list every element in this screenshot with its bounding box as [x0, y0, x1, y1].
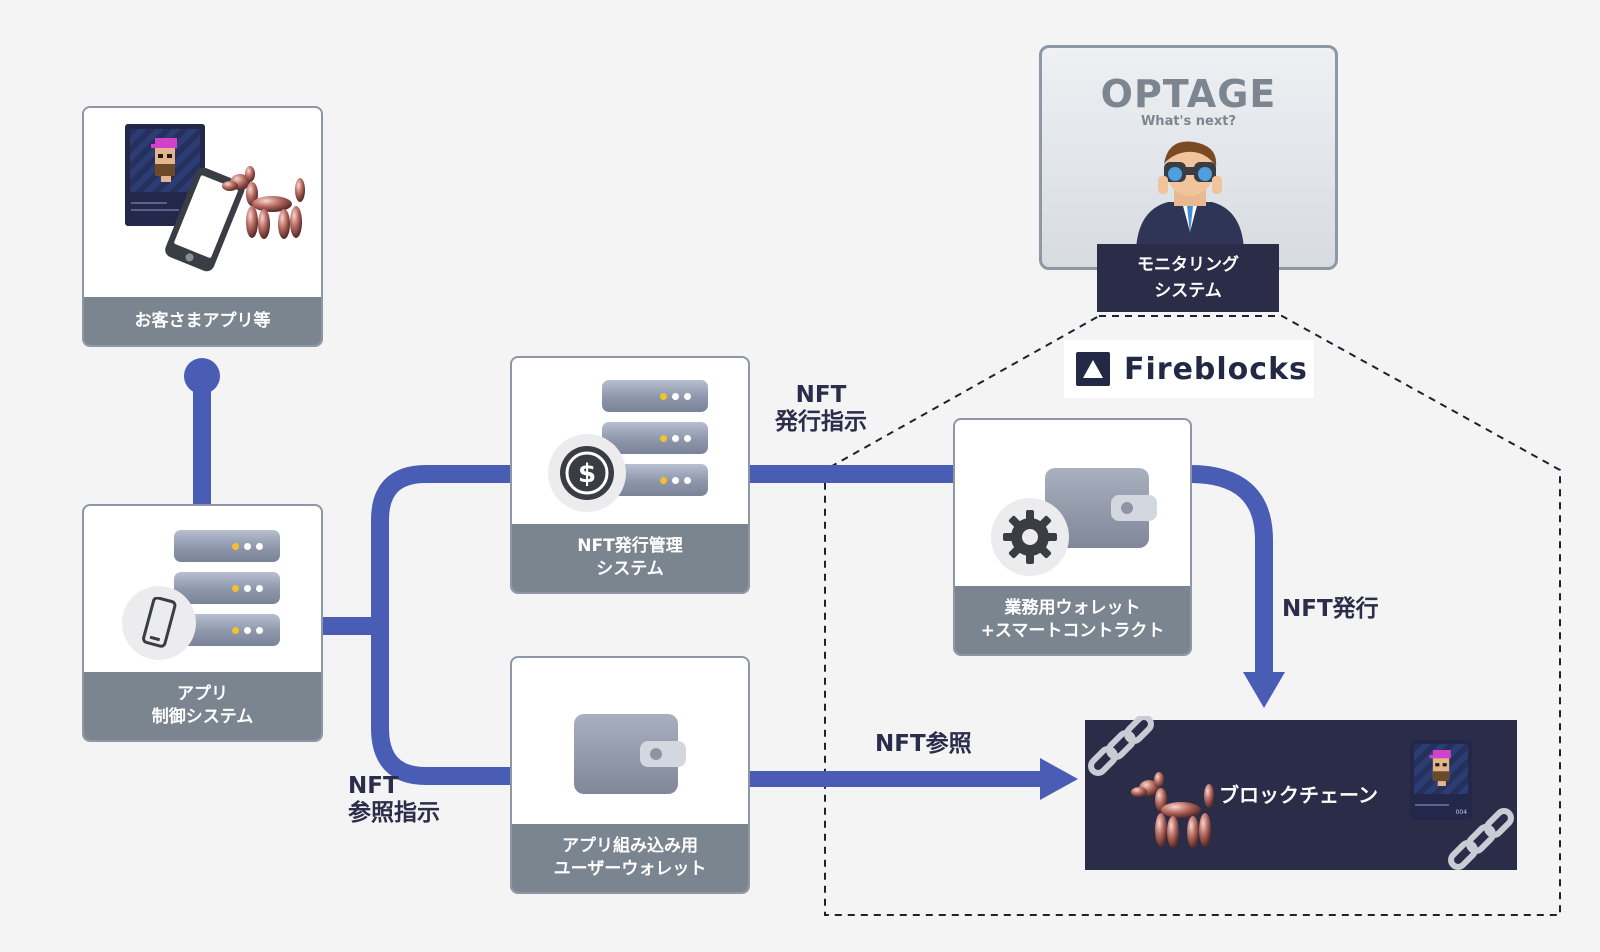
wallet-icon [574, 714, 686, 794]
nft-issue-mgmt-label: NFT発行管理 システム [512, 524, 748, 592]
smartphone-icon [142, 597, 177, 648]
optage-tagline: What's next? [1140, 114, 1237, 129]
coin-badge: $ [548, 434, 626, 512]
balloon-dog-icon [222, 166, 305, 239]
blockchain-node: ブロックチェーン 004 [1085, 716, 1517, 870]
business-to-blockchain [1189, 465, 1273, 680]
smartphone-icon [165, 167, 245, 272]
app-control-label: アプリ 制御システム [84, 672, 321, 740]
fork-to-wallet [371, 612, 512, 785]
balloon-dog-icon [1131, 772, 1214, 848]
customer-link-dot [184, 358, 220, 394]
gear-badge [991, 498, 1069, 576]
nft-card-icon: 004 [1410, 740, 1472, 820]
svg-text:$: $ [578, 459, 596, 489]
fireblocks-icon [1076, 352, 1110, 386]
optage-logo: OPTAGE [1100, 72, 1277, 116]
blockchain-label: ブロックチェーン [1219, 783, 1378, 807]
nft-card-icon: 004 [125, 124, 205, 226]
fireblocks-logo: Fireblocks [1064, 340, 1314, 398]
reference-label: NFT参照 [875, 731, 972, 757]
issue-instruction-label: NFT 発行指示 [775, 382, 867, 435]
gear-icon [1003, 510, 1057, 564]
nft-card-number: 004 [1455, 809, 1468, 816]
app-control-node: アプリ 制御システム [82, 504, 323, 742]
reference-instruction-label: NFT 参照指示 [348, 773, 440, 826]
dollar-coin-icon: $ [560, 446, 614, 500]
customer-app-node: 004 お客さまアプリ等 [82, 106, 323, 347]
phone-badge [122, 586, 196, 660]
business-wallet-node: 業務用ウォレット +スマートコントラクト [953, 418, 1192, 656]
binoculars-person-icon [1136, 141, 1244, 250]
customer-app-label: お客さまアプリ等 [84, 297, 321, 345]
business-wallet-label: 業務用ウォレット +スマートコントラクト [955, 586, 1190, 654]
fireblocks-name: Fireblocks [1124, 351, 1308, 387]
issue-label: NFT発行 [1282, 596, 1379, 622]
chain-icon [1448, 808, 1514, 870]
optage-panel: OPTAGE What's next? [1039, 45, 1338, 270]
reference-arrow-head [1040, 758, 1078, 800]
nft-issue-mgmt-node: $ NFT発行管理 システム [510, 356, 750, 594]
monitoring-label: モニタリング システム [1097, 244, 1279, 312]
fork-to-issue-mgmt [371, 465, 512, 640]
embedded-wallet-label: アプリ組み込み用 ユーザーウォレット [512, 824, 748, 892]
issue-arrow-head [1243, 672, 1285, 708]
chain-icon [1088, 716, 1154, 776]
embedded-wallet-node: アプリ組み込み用 ユーザーウォレット [510, 656, 750, 894]
